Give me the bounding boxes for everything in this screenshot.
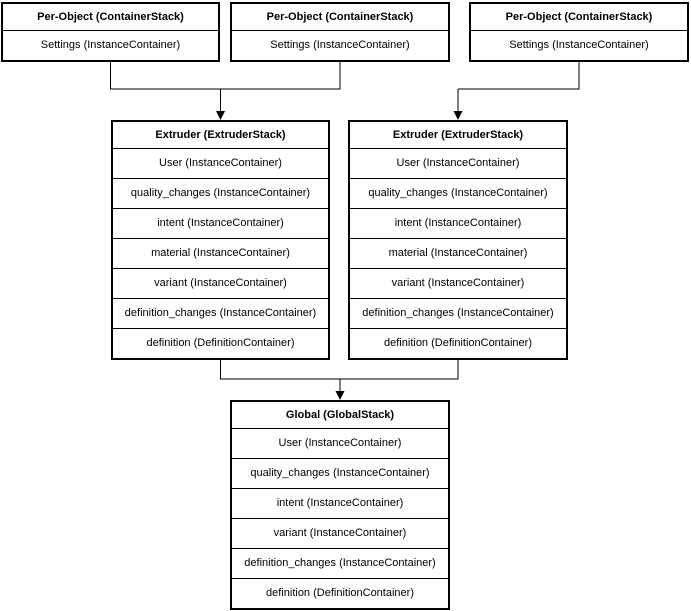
container-row: Settings (InstanceContainer) [40, 39, 181, 51]
arrow-down-head [335, 391, 345, 400]
arrow-down-head [216, 111, 225, 120]
extruder-stack-2: Extruder (ExtruderStack) User (InstanceC… [348, 120, 568, 360]
stack-header: Per-Object (ContainerStack) [471, 4, 687, 31]
container-row: quality_changes (InstanceContainer) [232, 459, 448, 489]
container-row: User (InstanceContainer) [113, 149, 328, 179]
container-row: definition_changes (InstanceContainer) [232, 549, 448, 579]
container-row: intent (InstanceContainer) [113, 209, 328, 239]
container-row: User (InstanceContainer) [350, 149, 566, 179]
container-row: definition_changes (InstanceContainer) [350, 299, 566, 329]
stack-header: Extruder (ExtruderStack) [350, 122, 566, 149]
global-stack: Global (GlobalStack) User (InstanceConta… [230, 400, 450, 610]
stack-header: Per-Object (ContainerStack) [3, 4, 218, 31]
arrow-down-head [453, 111, 463, 120]
per-object-stack-2: Per-Object (ContainerStack) Settings (In… [230, 2, 450, 62]
connector-extruders-to-global [220, 360, 459, 400]
connector-perobject-to-extruder-2 [453, 62, 580, 120]
extruder-stack-1: Extruder (ExtruderStack) User (InstanceC… [111, 120, 330, 360]
container-row: variant (InstanceContainer) [232, 519, 448, 549]
container-row: User (InstanceContainer) [232, 429, 448, 459]
container-row: material (InstanceContainer) [350, 239, 566, 269]
stack-header: Per-Object (ContainerStack) [232, 4, 448, 31]
container-row: intent (InstanceContainer) [232, 489, 448, 519]
per-object-stack-1: Per-Object (ContainerStack) Settings (In… [1, 2, 220, 62]
container-row: definition (DefinitionContainer) [384, 337, 532, 349]
container-row: quality_changes (InstanceContainer) [350, 179, 566, 209]
container-row: definition (DefinitionContainer) [146, 337, 295, 349]
stack-header: Extruder (ExtruderStack) [113, 122, 328, 149]
container-row: variant (InstanceContainer) [113, 269, 328, 299]
stack-header: Global (GlobalStack) [232, 402, 448, 429]
container-row: material (InstanceContainer) [113, 239, 328, 269]
container-row: definition (DefinitionContainer) [266, 587, 414, 599]
container-row: quality_changes (InstanceContainer) [113, 179, 328, 209]
container-row: intent (InstanceContainer) [350, 209, 566, 239]
container-row: Settings (InstanceContainer) [509, 39, 649, 51]
container-row: definition_changes (InstanceContainer) [113, 299, 328, 329]
connector-perobjects-to-extruder-1 [110, 62, 341, 120]
per-object-stack-3: Per-Object (ContainerStack) Settings (In… [469, 2, 689, 62]
container-row: Settings (InstanceContainer) [270, 39, 410, 51]
container-row: variant (InstanceContainer) [350, 269, 566, 299]
